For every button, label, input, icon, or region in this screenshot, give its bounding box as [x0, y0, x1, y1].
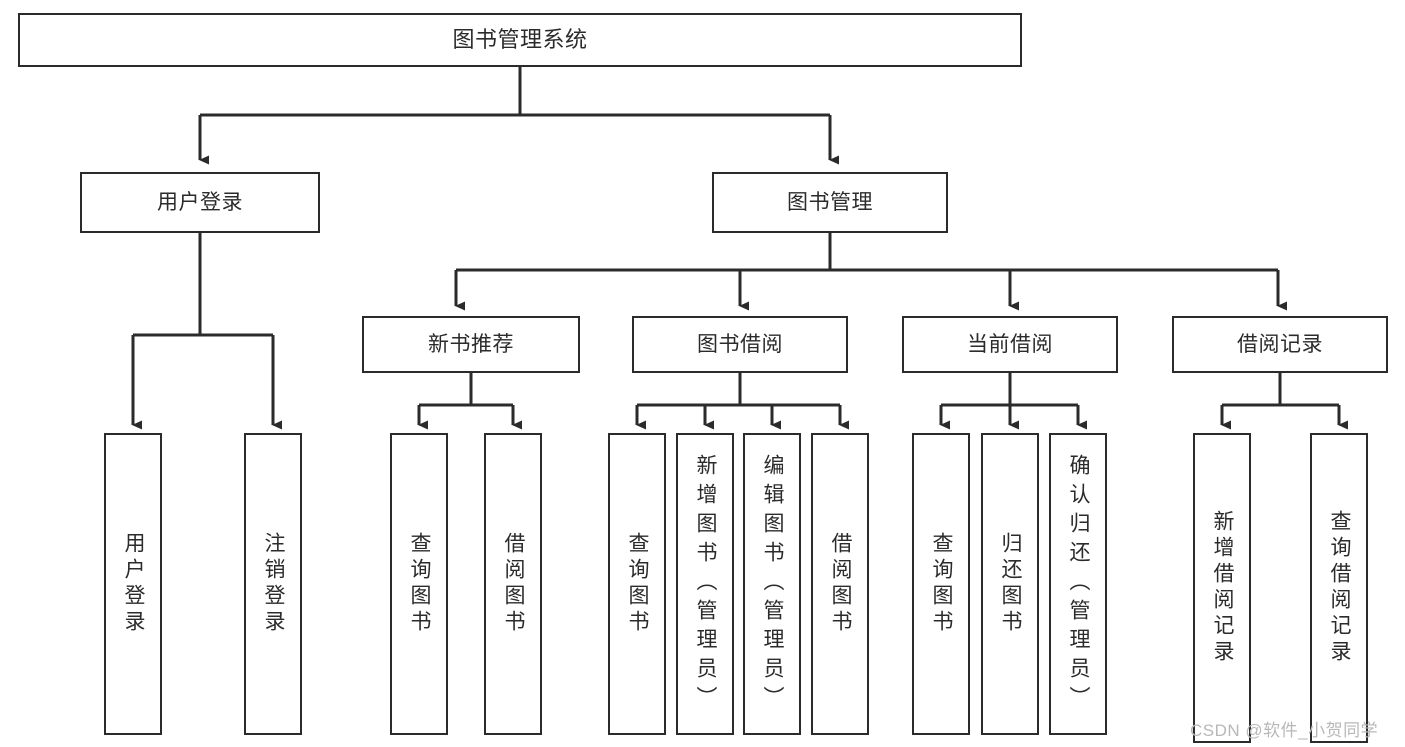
- leaf-borrow-book[interactable]: 借阅图书: [811, 433, 869, 735]
- leaf-add-borrow-record[interactable]: 新增借阅记录: [1193, 433, 1251, 743]
- leaf-edit-book[interactable]: 编辑图书（管理员）: [743, 433, 801, 735]
- leaf-add-book[interactable]: 新增图书（管理员）: [676, 433, 734, 735]
- node-user-login[interactable]: 用户登录: [80, 172, 320, 233]
- node-new-book-recommend[interactable]: 新书推荐: [362, 316, 580, 373]
- node-book-manage[interactable]: 图书管理: [712, 172, 948, 233]
- leaf-query-book-recommend[interactable]: 查询图书: [390, 433, 448, 735]
- leaf-confirm-return[interactable]: 确认归还（管理员）: [1049, 433, 1107, 735]
- node-root[interactable]: 图书管理系统: [18, 13, 1022, 67]
- leaf-user-login[interactable]: 用户登录: [104, 433, 162, 735]
- leaf-query-book-borrow[interactable]: 查询图书: [608, 433, 666, 735]
- leaf-return-book[interactable]: 归还图书: [981, 433, 1039, 735]
- node-book-borrow[interactable]: 图书借阅: [632, 316, 848, 373]
- leaf-borrow-book-recommend[interactable]: 借阅图书: [484, 433, 542, 735]
- watermark-text: CSDN @软件_小贺同学: [1190, 721, 1379, 740]
- leaf-logout[interactable]: 注销登录: [244, 433, 302, 735]
- node-borrow-record[interactable]: 借阅记录: [1172, 316, 1388, 373]
- leaf-query-book-current[interactable]: 查询图书: [912, 433, 970, 735]
- node-current-borrow[interactable]: 当前借阅: [902, 316, 1118, 373]
- leaf-query-borrow-record[interactable]: 查询借阅记录: [1310, 433, 1368, 743]
